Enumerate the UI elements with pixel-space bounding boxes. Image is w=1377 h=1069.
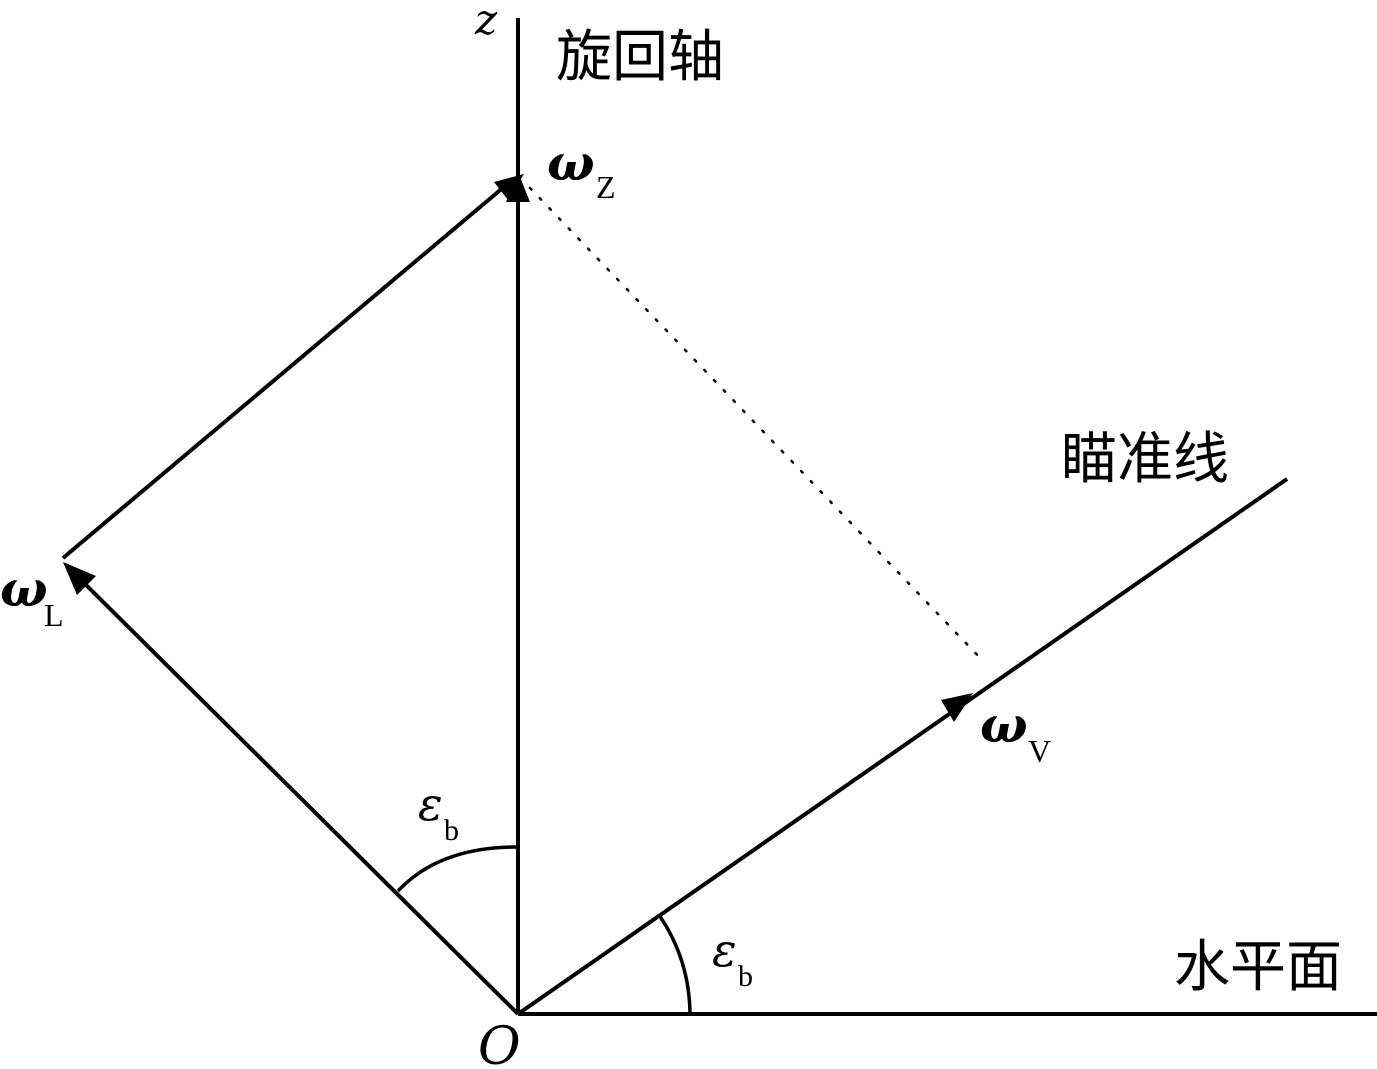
omega-l-to-omega-z-line xyxy=(61,179,513,560)
omega-z-side-arrowhead xyxy=(494,174,524,200)
origin-label: O xyxy=(478,1017,521,1069)
omega-z-arrowhead xyxy=(506,172,530,202)
epsilon-upper-symbol: ε xyxy=(418,777,443,831)
horizontal-plane-label: 水平面 xyxy=(1174,935,1342,1000)
omega-z-to-omega-v-dotted-line xyxy=(528,186,986,664)
epsilon-arc-upper xyxy=(396,845,521,893)
epsilon-lower-symbol: ε xyxy=(712,923,737,977)
sight-line xyxy=(516,477,1289,1016)
omega-l-vector-line xyxy=(72,571,520,1016)
rotation-axis-label: 旋回轴 xyxy=(556,25,724,90)
epsilon-upper-subscript: b xyxy=(444,814,459,847)
omega-v-symbol: ω xyxy=(980,695,1028,754)
epsilon-lower-subscript: b xyxy=(738,960,753,993)
sight-line-label: 瞄准线 xyxy=(1061,427,1229,492)
omega-v-arrowhead xyxy=(941,693,973,722)
omega-l-subscript: L xyxy=(44,597,64,633)
omega-l-arrowhead xyxy=(63,562,96,595)
z-axis-label: z xyxy=(474,0,498,44)
omega-z-subscript: Z xyxy=(596,169,616,205)
omega-l-symbol: ω xyxy=(0,559,48,618)
omega-v-subscript: V xyxy=(1028,733,1051,769)
omega-z-symbol: ω xyxy=(547,133,595,192)
epsilon-arc-lower xyxy=(657,914,692,1017)
